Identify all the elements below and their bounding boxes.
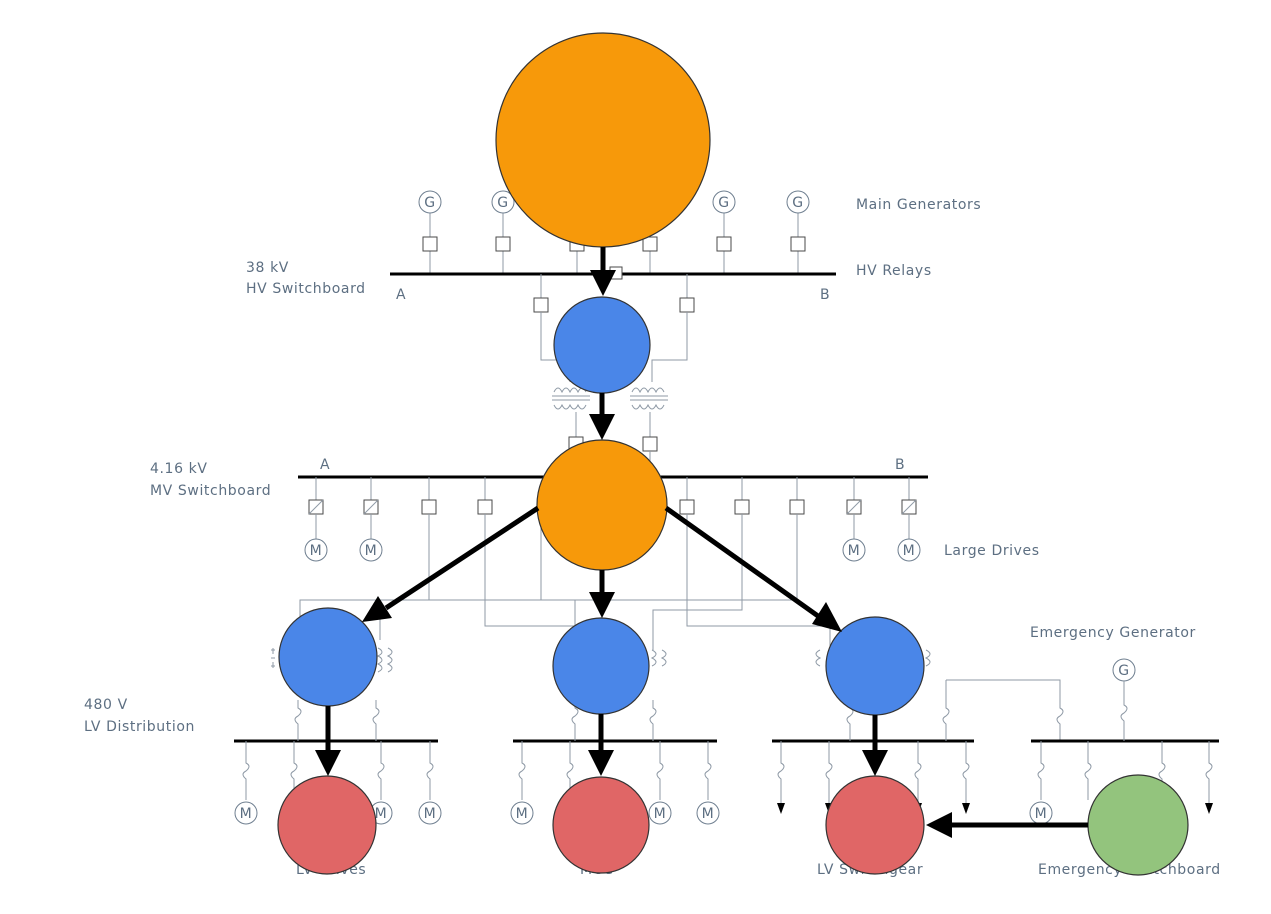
hv-voltage-label: 38 kV — [246, 260, 289, 276]
motor-symbol: M — [510, 801, 534, 825]
lv-outgoing-feeder — [777, 741, 785, 803]
labels-layer: 38 kV HV Switchboard A B Main Generators… — [84, 197, 1220, 878]
hv-transformer — [630, 387, 668, 437]
hv-relay — [716, 236, 732, 252]
flow-arrow — [926, 812, 1088, 838]
mv-incomer-relay — [642, 436, 658, 452]
mv-bus-a-label: A — [320, 457, 330, 473]
lv-distribution-label: LV Distribution — [84, 719, 195, 735]
svg-text:M: M — [375, 806, 388, 822]
lv-switchgear-node[interactable] — [825, 775, 925, 875]
hv-relay — [790, 236, 806, 252]
flow-arrow — [589, 570, 615, 618]
motor-symbol: M — [1029, 801, 1053, 825]
svg-text:M: M — [424, 806, 437, 822]
lv-distribution-center-node[interactable] — [552, 617, 650, 715]
mv-switchboard-node[interactable] — [536, 439, 668, 571]
hv-relays-label: HV Relays — [856, 263, 932, 279]
load-arrow — [777, 803, 785, 814]
lv-transformer-coil — [376, 647, 393, 673]
lv-outgoing-feeder — [825, 741, 833, 803]
mv-feeder-relay — [421, 499, 437, 515]
flow-arrow — [315, 706, 341, 776]
motor-symbol: M — [234, 801, 258, 825]
main-generators-label: Main Generators — [856, 197, 981, 213]
hv-feeder-relay — [679, 297, 695, 313]
lv-outgoing-feeder — [914, 741, 922, 803]
load-arrow — [962, 803, 970, 814]
hv-relay — [495, 236, 511, 252]
mv-bus-b-label: B — [895, 457, 905, 473]
emergency-switchboard-node[interactable] — [1087, 774, 1189, 876]
svg-text:M: M — [903, 543, 916, 559]
mv-switchboard-label: MV Switchboard — [150, 483, 271, 499]
lv-voltage-label: 480 V — [84, 697, 128, 713]
load-arrow — [1205, 803, 1213, 814]
emergency-generator-label: Emergency Generator — [1030, 625, 1196, 641]
svg-text:G: G — [718, 195, 729, 211]
flow-arrow — [588, 714, 614, 776]
svg-text:M: M — [240, 806, 253, 822]
hv-relay — [642, 236, 658, 252]
mcc-node[interactable] — [552, 776, 650, 874]
svg-text:G: G — [792, 195, 803, 211]
svg-text:M: M — [654, 806, 667, 822]
hv-transformer — [552, 387, 590, 437]
hv-switchboard-node[interactable] — [553, 296, 651, 394]
mv-feeder-relay — [789, 499, 805, 515]
hv-feeder-relay — [533, 297, 549, 313]
hv-bus-a-label: A — [396, 287, 406, 303]
hv-section: G G G G — [390, 190, 836, 477]
motor-symbol: M — [897, 538, 921, 562]
flow-arrow — [664, 505, 842, 632]
hv-switchboard-label: HV Switchboard — [246, 281, 366, 297]
svg-text:M: M — [702, 806, 715, 822]
generator-symbol: G — [491, 190, 515, 237]
mv-feeder-relay — [734, 499, 750, 515]
hv-bus-b-label: B — [820, 287, 830, 303]
large-drives-label: Large Drives — [944, 543, 1040, 559]
motor-symbol: M — [696, 801, 720, 825]
svg-text:G: G — [497, 195, 508, 211]
flow-arrow — [590, 247, 616, 296]
mv-section: M M M M — [298, 475, 928, 650]
generator-symbol: G — [418, 190, 442, 237]
flow-arrow — [362, 505, 540, 622]
motor-symbol: M — [648, 801, 672, 825]
lv-transformer-coil — [815, 649, 931, 667]
nodes-layer — [277, 32, 1189, 876]
motor-symbol: M — [359, 538, 383, 562]
motor-symbol: M — [842, 538, 866, 562]
main-generators-node[interactable] — [495, 32, 711, 248]
lv-transformer-coil — [271, 648, 275, 668]
svg-text:M: M — [848, 543, 861, 559]
generator-symbol: G — [786, 190, 810, 237]
mv-voltage-label: 4.16 kV — [150, 461, 208, 477]
mv-feeder-relay — [477, 499, 493, 515]
svg-text:M: M — [310, 543, 323, 559]
emergency-generator-symbol: G — [1112, 658, 1136, 682]
lv-outgoing-feeder — [962, 741, 970, 803]
motor-symbol: M — [304, 538, 328, 562]
motor-symbol: M — [418, 801, 442, 825]
lv-distribution-right-node[interactable] — [825, 616, 925, 716]
generator-symbol: G — [712, 190, 736, 237]
flow-arrow — [862, 715, 888, 776]
svg-text:G: G — [424, 195, 435, 211]
hv-relay — [422, 236, 438, 252]
lv-section: M M M M M M G M — [234, 647, 1219, 825]
lv-drives-node[interactable] — [277, 775, 377, 875]
flow-arrows-layer — [315, 247, 1088, 838]
svg-text:M: M — [365, 543, 378, 559]
flow-arrow — [589, 393, 615, 440]
lv-distribution-left-node[interactable] — [278, 607, 378, 707]
lv-transformer-coil — [650, 649, 667, 667]
svg-text:G: G — [1118, 663, 1129, 679]
mv-feeder-relay — [679, 499, 695, 515]
svg-text:M: M — [516, 806, 529, 822]
svg-text:M: M — [1035, 806, 1048, 822]
